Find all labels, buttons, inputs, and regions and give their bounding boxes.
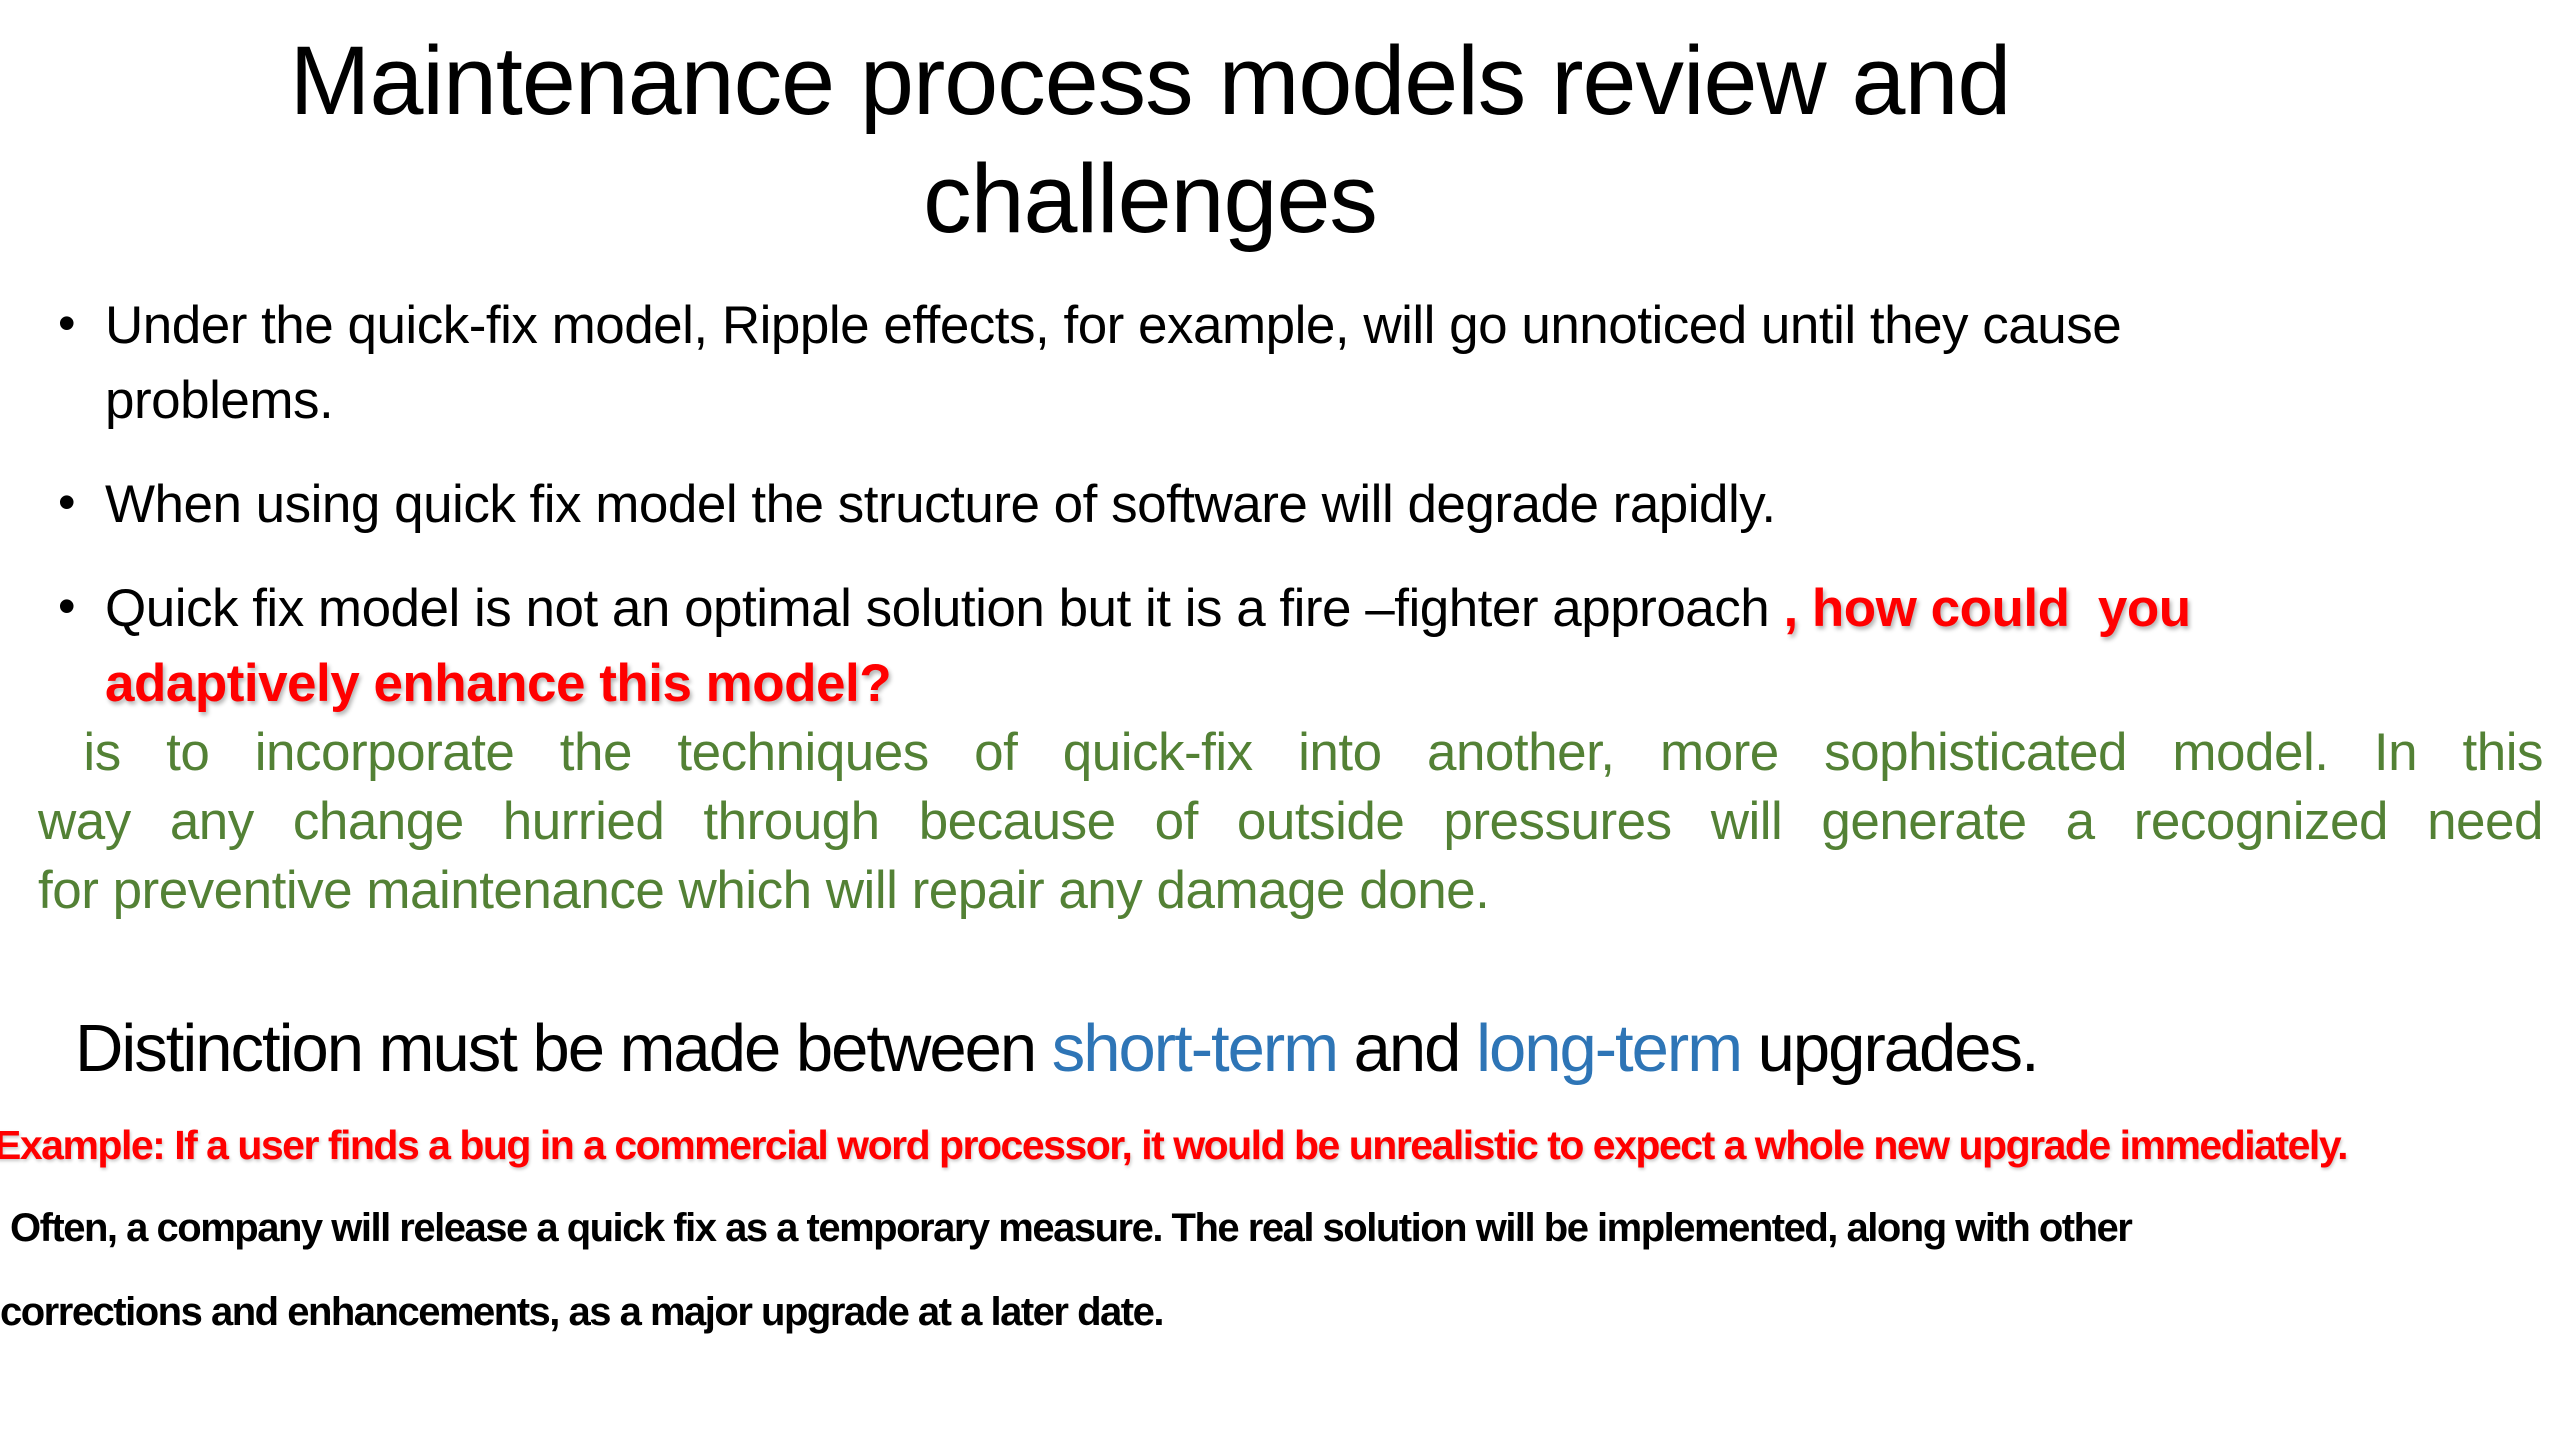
bullet-list: Under the quick-fix model, Ripple effect… (58, 286, 2535, 750)
footer-line-1: Often, a company will release a quick fi… (10, 1206, 2133, 1250)
distinction-part1: Distinction must be made between (75, 1011, 1052, 1086)
bullet-item-structure-degrade: When using quick fix model the structure… (58, 465, 2535, 542)
bullet3-line1: Quick fix model is not an optimal soluti… (105, 571, 2535, 646)
example-statement: Example: If a user finds a bug in a comm… (0, 1122, 2348, 1168)
green-paragraph-line3: for preventive maintenance which will re… (38, 861, 1490, 920)
slide-title-line-1: Maintenance process models review and (289, 26, 2012, 135)
bullet2-line1: When using quick fix model the structure… (105, 475, 1776, 534)
distinction-short-term: short-term (1051, 1011, 1339, 1086)
footer-line-2: corrections and enhancements, as a major… (0, 1290, 1164, 1334)
green-paragraph-line2: way any change hurried through because o… (38, 792, 2544, 851)
bullet3-line2-red: adaptively enhance this model? (105, 654, 892, 713)
distinction-long-term: long-term (1476, 1011, 1743, 1086)
bullet1-line2: problems. (105, 371, 334, 430)
bullet-item-quick-fix-ripple: Under the quick-fix model, Ripple effect… (58, 286, 2535, 438)
bullet-item-fire-fighter: Quick fix model is not an optimal soluti… (58, 569, 2535, 721)
distinction-statement: Distinction must be made between short-t… (75, 1010, 2040, 1087)
slide-title-line-2: challenges (923, 144, 1378, 253)
slide-title: Maintenance process models review and ch… (0, 22, 2300, 258)
bullet3-black-segment: Quick fix model is not an optimal soluti… (105, 579, 1784, 638)
green-paragraph-line1: is to incorporate the techniques of quic… (38, 723, 2543, 782)
green-paragraph: is to incorporate the techniques of quic… (38, 718, 2544, 925)
distinction-part2: and (1337, 1011, 1477, 1086)
bullet1-line1: Under the quick-fix model, Ripple effect… (105, 296, 2122, 355)
distinction-part3: upgrades. (1741, 1011, 2040, 1086)
bullet3-red-segment: , how could you (1783, 579, 2191, 638)
